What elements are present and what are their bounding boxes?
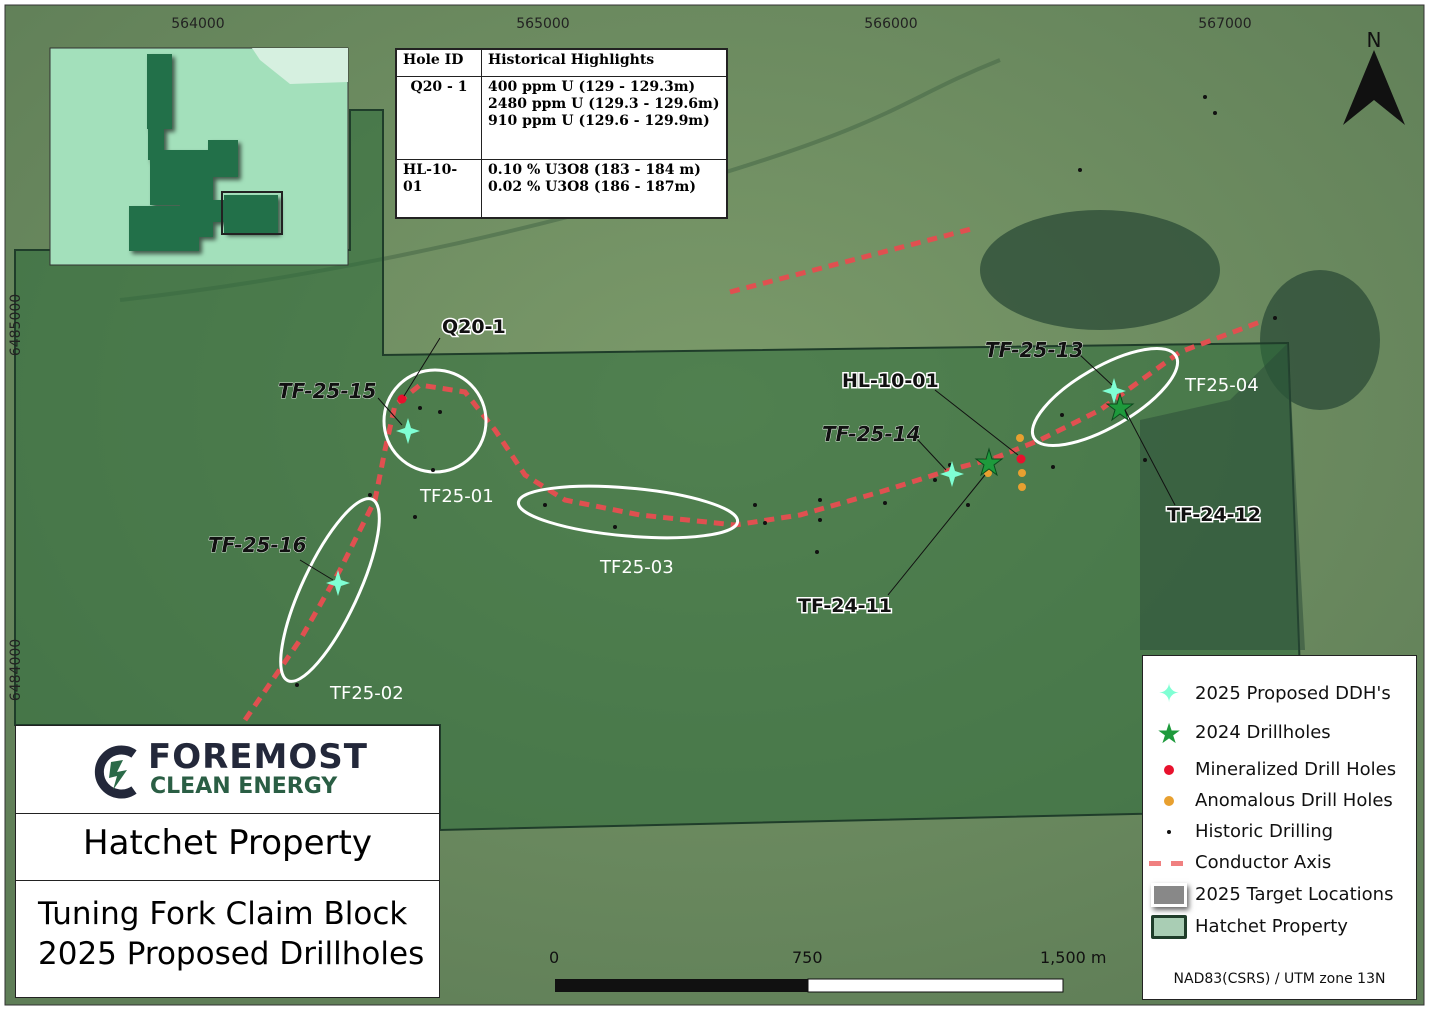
historic-drilling [295, 95, 1277, 687]
target-locations [279, 346, 1180, 683]
legend-item: 2025 Target Locations [1195, 884, 1394, 905]
legend-item: Hatchet Property [1195, 916, 1348, 937]
target-label: TF25-03 [599, 557, 674, 578]
highlight-line: 0.10 % U3O8 (183 - 184 m) [488, 162, 701, 179]
grid-x-label: 566000 [864, 16, 917, 32]
table-row: HL-10-01 0.10 % U3O8 (183 - 184 m)0.02 %… [396, 159, 727, 218]
mineralized-hole-q20-1 [397, 394, 407, 404]
coordinate-system: NAD83(CSRS) / UTM zone 13N [1173, 971, 1386, 987]
inset-map [49, 47, 349, 266]
target-label: TF25-04 [1184, 375, 1259, 396]
grid-x-label: 567000 [1198, 16, 1251, 32]
highlight-line: 910 ppm U (129.6 - 129.9m) [488, 113, 710, 129]
grid-y-label: 6485000 [8, 294, 24, 356]
table-header: Hole ID [396, 49, 482, 77]
highlight-line: 400 ppm U (129 - 129.3m) [488, 79, 696, 95]
lake [980, 210, 1220, 330]
black-dot-icon [1151, 820, 1187, 844]
company-logo: FOREMOST CLEAN ENERGY [16, 726, 439, 814]
drillhole-2024-markers [974, 392, 1135, 477]
map-subtitle: Tuning Fork Claim Block 2025 Proposed Dr… [38, 894, 424, 974]
scale-label: 1,500 m [1040, 948, 1107, 967]
proposed-hole-label: TF-25-15 [278, 379, 377, 403]
conductor-axis [729, 225, 976, 295]
grid-x-label: 565000 [516, 16, 569, 32]
proposed-hole-label: TF-25-16 [208, 533, 307, 557]
orange-dot-icon [1151, 789, 1187, 813]
legend-item: Conductor Axis [1195, 852, 1332, 873]
scale-label: 750 [792, 948, 823, 967]
drillhole-2024-label: TF-24-12 [1167, 504, 1261, 526]
star-icon: ★ [1156, 716, 1182, 750]
grid-y-label: 6484000 [8, 639, 24, 701]
sparkle-icon: ✦ [1158, 679, 1180, 709]
drillhole-2024-label: TF-24-11 [798, 595, 892, 617]
highlight-line: 0.02 % U3O8 (186 - 187m) [488, 179, 696, 196]
north-arrow-icon: N [1343, 28, 1405, 125]
subtitle-line: Tuning Fork Claim Block [38, 896, 408, 932]
legend-item: Historic Drilling [1195, 821, 1334, 842]
proposed-ddh-markers [326, 378, 1126, 596]
table-row: Q20 - 1 400 ppm U (129 - 129.3m)2480 ppm… [396, 75, 727, 161]
hole-id: HL-10-01 [396, 159, 482, 218]
proposed-hole-label: TF-25-13 [985, 338, 1084, 362]
mineralized-hole-hl-10-01 [1016, 454, 1026, 464]
scale-label: 0 [549, 948, 560, 967]
conductor-axis [242, 319, 1261, 722]
lake [1140, 343, 1305, 650]
leader-lines [299, 337, 1176, 596]
legend-item: Mineralized Drill Holes [1195, 759, 1397, 780]
scale-bar [555, 978, 1064, 993]
legend-item: Anomalous Drill Holes [1195, 790, 1393, 811]
legend: ✦ 2025 Proposed DDH's ★ 2024 Drillholes … [1142, 655, 1417, 1000]
target-label: TF25-02 [329, 683, 404, 704]
logo-line2: CLEAN ENERGY [150, 774, 338, 799]
highlight-line: 2480 ppm U (129.3 - 129.6m) [488, 96, 720, 112]
grid-x-label: 564000 [171, 16, 224, 32]
property-name: Hatchet Property [16, 813, 439, 881]
hole-id: Q20 - 1 [396, 75, 482, 161]
logo-line1: FOREMOST [148, 737, 368, 777]
dashed-line-icon [1149, 851, 1185, 875]
logo-mark-icon [94, 745, 137, 799]
target-label: TF25-01 [419, 486, 494, 507]
red-dot-icon [1151, 758, 1187, 782]
table-header: Historical Highlights [481, 49, 727, 77]
north-label: N [1367, 28, 1382, 52]
legend-item: 2024 Drillholes [1195, 722, 1331, 743]
anomalous-drill-holes [984, 434, 1026, 491]
polygon-fill-icon [1151, 915, 1187, 939]
proposed-hole-label: TF-25-14 [822, 422, 921, 446]
historic-hole-label: HL-10-01 [842, 370, 939, 392]
historic-hole-label: Q20-1 [442, 316, 506, 338]
title-block: FOREMOST CLEAN ENERGY Hatchet Property T… [15, 725, 440, 998]
ellipse-outline-icon [1151, 883, 1187, 907]
legend-item: 2025 Proposed DDH's [1195, 683, 1391, 704]
subtitle-line: 2025 Proposed Drillholes [38, 936, 425, 972]
